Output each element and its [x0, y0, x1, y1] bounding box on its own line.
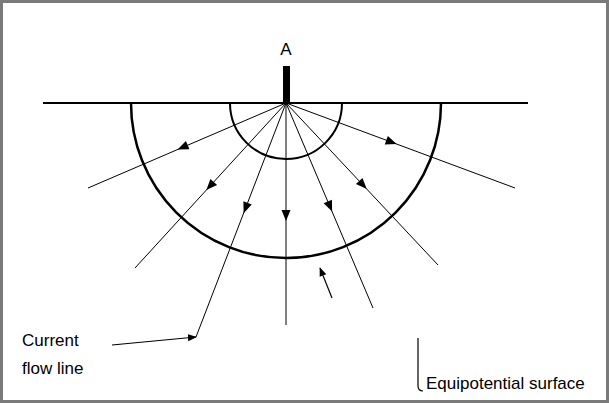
current-flow-line [286, 103, 373, 308]
arrowhead [206, 179, 217, 190]
current-flow-line [286, 103, 515, 188]
current-flow-line [196, 103, 286, 337]
callout-label: Equipotential surface [424, 370, 587, 398]
arrowhead [178, 141, 190, 149]
arrowhead [282, 210, 291, 221]
arrowhead [243, 201, 251, 213]
callout-label: Current flow line [20, 327, 112, 383]
electrode [283, 66, 290, 104]
arrowhead [356, 178, 367, 189]
leader-line [418, 338, 423, 391]
arrowhead [324, 200, 332, 212]
electrode-label: A [278, 36, 293, 64]
current-flow-line [88, 103, 286, 188]
current-flow-line [135, 103, 286, 268]
current-flow-line [286, 103, 438, 265]
arrowhead [385, 136, 397, 144]
leader-line [112, 337, 196, 345]
current-rays [88, 103, 515, 337]
leader-line [320, 268, 332, 298]
